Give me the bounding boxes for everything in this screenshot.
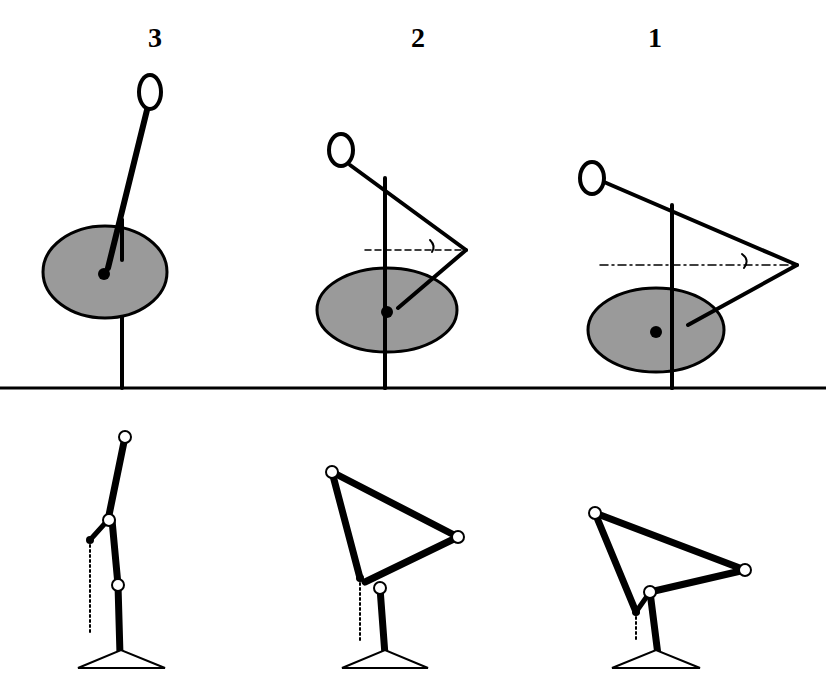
joint-marker [356,574,364,582]
shin-line [688,265,797,325]
plumb-line [359,578,361,640]
mass-disc [588,288,724,372]
thigh-line [604,182,797,265]
trunk-line [108,110,147,268]
joint-marker [644,586,656,598]
head-symbol [329,134,353,166]
center-dot [98,268,110,280]
figure-number: 1 [648,24,662,52]
center-dot [381,306,393,318]
angle-arc [742,254,747,268]
plumb-line [635,612,637,640]
thigh-segment [595,513,745,570]
head-symbol [580,162,604,194]
shank-segment [118,585,120,655]
center-dot [650,326,662,338]
shank-segment [112,520,118,585]
foot-symbol [342,650,428,668]
thigh-segment [108,437,125,520]
reference-line [600,264,797,266]
figure-number: 2 [411,24,425,52]
shank-line [670,290,674,388]
joint-marker [452,531,464,543]
head-symbol [139,75,161,109]
shank-line [383,268,387,388]
shank-segment [380,588,385,655]
joint-marker [632,608,640,616]
joint-marker [103,514,115,526]
figure-number: 3 [148,24,162,52]
shank-line [120,220,124,260]
plumb-line [89,540,91,635]
shank-segment [650,592,658,655]
mass-disc [43,226,167,318]
joint-marker [119,431,131,443]
shank-line [383,178,387,388]
thigh-line [350,165,466,250]
foot-symbol [612,650,700,668]
shank-line [670,205,674,388]
shin-segment [650,570,745,592]
shin-line [398,250,466,308]
joint-marker [326,466,338,478]
thigh-segment [332,472,458,537]
joint-marker [589,507,601,519]
foot-symbol [78,650,165,668]
joint-marker [374,582,386,594]
joint-marker [112,579,124,591]
angle-arc [430,240,434,252]
shin-segment [365,537,458,582]
joint-marker [86,536,94,544]
joint-marker [739,564,751,576]
reference-line [365,249,466,251]
